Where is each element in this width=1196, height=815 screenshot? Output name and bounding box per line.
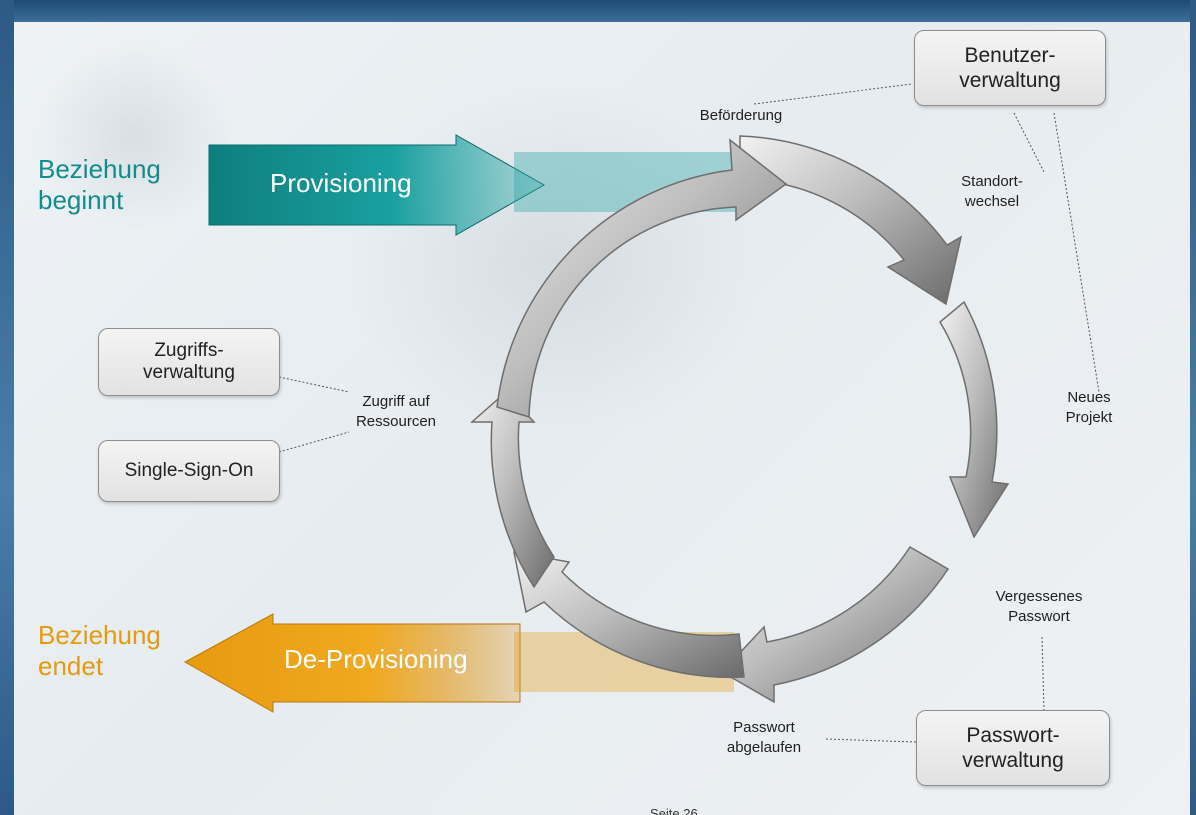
relationship-ends-line1: Beziehung bbox=[38, 620, 161, 650]
background-globe-shape bbox=[34, 42, 234, 232]
label-zugriff-auf-ressourcen: Zugriff auf Ressourcen bbox=[346, 392, 446, 432]
label-passwort-abgelaufen: Passwort abgelaufen bbox=[714, 718, 814, 758]
neues-projekt-line2: Projekt bbox=[1065, 409, 1113, 426]
box-single-sign-on: Single-Sign-On bbox=[98, 440, 280, 502]
box-benutzerverwaltung: Benutzer- verwaltung bbox=[914, 30, 1106, 106]
deprovisioning-label: De-Provisioning bbox=[284, 644, 468, 674]
vergessenes-passwort-line2: Passwort bbox=[1008, 608, 1070, 625]
connector-lines bbox=[278, 83, 1100, 743]
relationship-begins-line1: Beziehung bbox=[38, 154, 161, 184]
page-number: Seite 26 bbox=[650, 806, 698, 815]
standortwechsel-line2: wechsel bbox=[964, 193, 1020, 210]
lifecycle-diagram bbox=[183, 83, 1100, 743]
label-vergessenes-passwort: Vergessenes Passwort bbox=[984, 587, 1094, 627]
passwort-abgelaufen-line1: Passwort bbox=[733, 719, 795, 736]
box-zugriffsverwaltung: Zugriffs- verwaltung bbox=[98, 328, 280, 396]
provisioning-label: Provisioning bbox=[270, 168, 412, 198]
vergessenes-passwort-line1: Vergessenes bbox=[995, 588, 1083, 605]
passwortverwaltung-line2: verwaltung bbox=[962, 749, 1064, 772]
zugriff-line1: Zugriff auf bbox=[362, 393, 430, 410]
window-top-frame bbox=[0, 0, 1196, 22]
zugriffsverwaltung-line2: verwaltung bbox=[143, 362, 235, 383]
passwortverwaltung-line1: Passwort- bbox=[966, 724, 1060, 747]
standortwechsel-line1: Standort- bbox=[961, 173, 1023, 190]
window-left-frame bbox=[0, 0, 14, 815]
single-sign-on-text: Single-Sign-On bbox=[124, 460, 254, 481]
neues-projekt-line1: Neues bbox=[1067, 389, 1111, 406]
window-right-frame bbox=[1190, 0, 1196, 815]
label-neues-projekt: Neues Projekt bbox=[1054, 388, 1124, 428]
background-hand-shape bbox=[344, 82, 764, 442]
label-befoerderung: Beförderung bbox=[699, 107, 783, 124]
cycle-ring bbox=[470, 135, 1010, 704]
relationship-begins-line2: beginnt bbox=[38, 185, 124, 215]
relationship-ends-title: Beziehung endet bbox=[38, 620, 161, 682]
slide: Beziehung beginnt Beziehung endet Provis… bbox=[14, 22, 1190, 815]
passwort-abgelaufen-line2: abgelaufen bbox=[726, 739, 802, 756]
relationship-ends-line2: endet bbox=[38, 651, 104, 681]
relationship-begins-title: Beziehung beginnt bbox=[38, 154, 161, 216]
benutzerverwaltung-line1: Benutzer- bbox=[964, 44, 1056, 67]
label-standortwechsel: Standort- wechsel bbox=[952, 172, 1032, 212]
box-passwortverwaltung: Passwort- verwaltung bbox=[916, 710, 1110, 786]
zugriff-line2: Ressourcen bbox=[355, 413, 437, 430]
benutzerverwaltung-line2: verwaltung bbox=[959, 69, 1061, 92]
zugriffsverwaltung-line1: Zugriffs- bbox=[154, 340, 224, 361]
